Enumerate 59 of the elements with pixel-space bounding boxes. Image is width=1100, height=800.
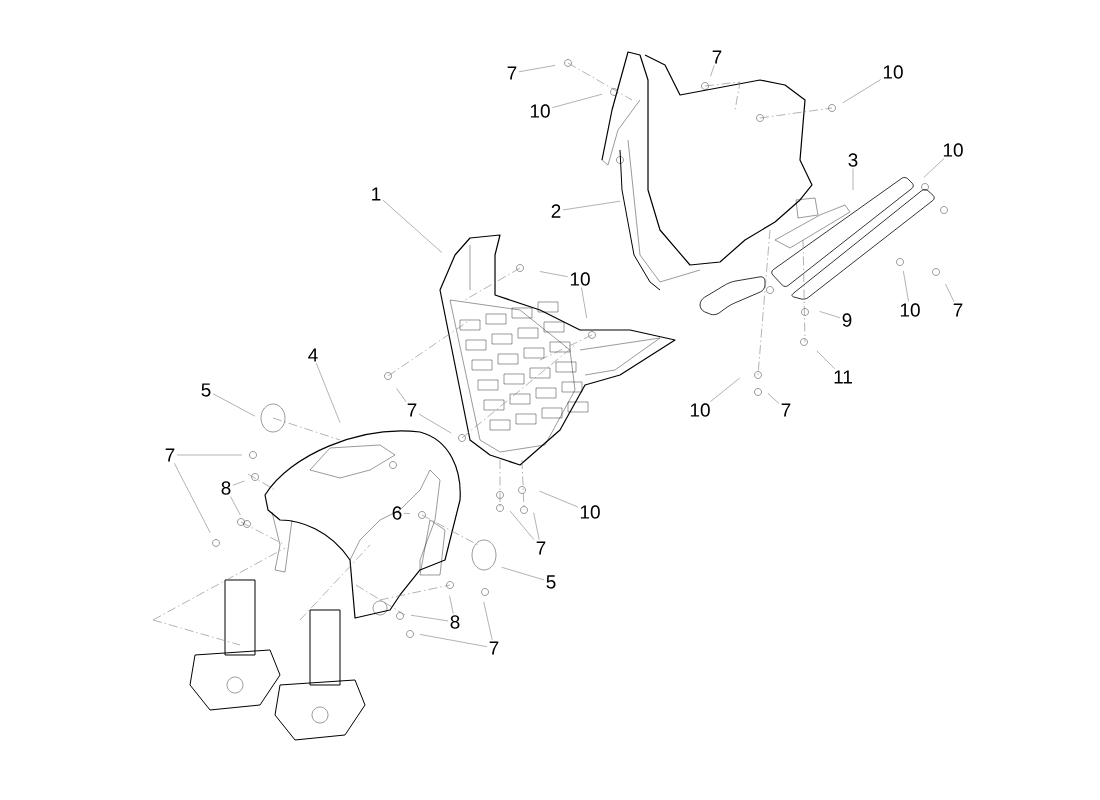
leader-line [551, 93, 603, 108]
leader-line [923, 158, 945, 178]
callout-number: 6 [392, 506, 402, 520]
callout-number: 9 [842, 313, 852, 327]
leader-line [539, 271, 569, 277]
callout-number: 7 [536, 541, 546, 555]
leader-line [232, 480, 245, 486]
leader-line [501, 567, 545, 581]
callout-number: 7 [781, 403, 791, 417]
callout-number: 10 [570, 272, 590, 286]
leader-line [581, 287, 587, 319]
leader-line [509, 510, 535, 541]
callout-number: 10 [943, 143, 963, 157]
leader-line [710, 64, 715, 77]
leader-line [212, 393, 256, 417]
callout-number: 5 [546, 575, 556, 589]
leader-line [945, 283, 955, 303]
leader-line [396, 388, 407, 403]
leader-line [518, 65, 556, 73]
leader-line [230, 496, 241, 516]
callout-number: 4 [308, 348, 318, 362]
leader-line [410, 614, 449, 622]
callout-number: 3 [848, 153, 858, 167]
leader-line [533, 512, 540, 541]
callout-number: 7 [507, 66, 517, 80]
callout-number: 7 [489, 641, 499, 655]
callout-number: 7 [712, 50, 722, 64]
leader-line [419, 634, 488, 647]
leader-line [176, 454, 243, 456]
callout-number: 10 [883, 65, 903, 79]
leader-line [418, 413, 452, 434]
callout-number: 1 [372, 187, 381, 201]
callout-number: 10 [900, 303, 920, 317]
leader-line [562, 200, 621, 211]
callout-number: 11 [834, 370, 852, 384]
callout-number: 10 [580, 505, 600, 519]
leader-line [767, 393, 780, 404]
leader-line [842, 79, 882, 104]
callout-number: 10 [530, 104, 550, 118]
leader-line [539, 490, 579, 508]
leader-line [710, 377, 741, 402]
leader-line [173, 462, 211, 534]
leader-line [403, 513, 411, 514]
callout-number: 5 [201, 383, 211, 397]
callout-number: 7 [407, 403, 417, 417]
leader-line [449, 595, 454, 614]
leader-line [819, 311, 841, 319]
callout-number: 10 [690, 403, 710, 417]
leader-line [903, 270, 909, 302]
leader-line [483, 601, 493, 641]
callout-number: 7 [953, 303, 963, 317]
callout-number: 8 [450, 615, 460, 629]
leader-line [382, 199, 443, 253]
callout-number: 7 [165, 448, 175, 462]
callout-number: 2 [551, 204, 561, 218]
leader-line [816, 350, 836, 370]
leader-line [852, 168, 854, 191]
leader-line [316, 362, 341, 423]
callout-number: 8 [221, 481, 231, 495]
